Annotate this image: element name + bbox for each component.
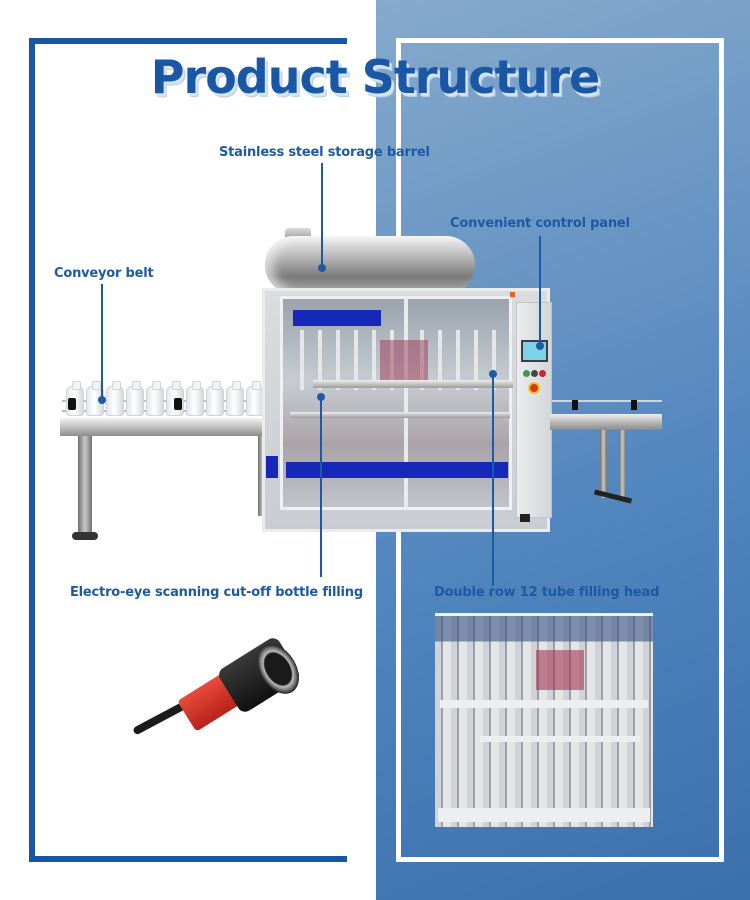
detail-rail	[440, 700, 648, 708]
filling-tube	[354, 330, 358, 390]
leader-line	[492, 374, 494, 586]
filling-tube	[474, 330, 478, 390]
blue-band-bottom	[286, 462, 508, 478]
detail-rail	[480, 736, 640, 742]
conveyor-leg	[78, 436, 92, 536]
page-title: Product Structure	[150, 50, 600, 104]
filling-head-detail-image	[435, 613, 653, 827]
leader-line	[320, 397, 322, 577]
filling-tube	[420, 330, 424, 390]
detail-liquid	[536, 650, 584, 690]
filling-tube	[456, 330, 460, 390]
emergency-stop-icon	[528, 382, 540, 394]
conveyor-leg	[619, 430, 626, 498]
indicator-light	[510, 292, 515, 297]
storage-barrel	[265, 236, 475, 294]
conveyor-guard-rail	[552, 400, 662, 402]
bottle	[126, 381, 144, 416]
rail-clamp	[572, 400, 578, 410]
filling-tube	[300, 330, 304, 390]
blue-band-side	[266, 456, 278, 478]
filling-tube	[372, 330, 376, 390]
filling-tube	[492, 330, 496, 390]
callout-storage-barrel: Stainless steel storage barrel	[219, 145, 430, 160]
inner-conveyor	[290, 412, 510, 418]
bottle	[206, 381, 224, 416]
right-conveyor	[550, 414, 662, 430]
leader-line	[321, 163, 323, 267]
door-divider	[404, 296, 408, 510]
bottle	[146, 381, 164, 416]
leader-line	[539, 236, 541, 344]
rail-clamp	[174, 398, 182, 410]
callout-dot	[536, 342, 544, 350]
left-blue-frame	[29, 38, 347, 862]
left-conveyor	[60, 418, 280, 436]
rail-clamp	[631, 400, 637, 410]
filling-tube	[438, 330, 442, 390]
rail-clamp	[68, 398, 76, 410]
callout-filling-head: Double row 12 tube filling head	[434, 585, 660, 600]
blue-band-top	[293, 310, 381, 326]
detail-base	[438, 808, 650, 822]
callout-dot	[98, 396, 106, 404]
leader-line	[101, 284, 103, 400]
callout-conveyor-belt: Conveyor belt	[54, 266, 154, 281]
callout-dot	[318, 264, 326, 272]
machine-foot	[520, 514, 530, 522]
touch-screen	[521, 340, 548, 362]
bottle	[226, 381, 244, 416]
start-button-icon	[523, 370, 530, 377]
conveyor-foot	[72, 532, 98, 540]
callout-control-panel: Convenient control panel	[450, 216, 630, 231]
mode-button-icon	[531, 370, 538, 377]
electro-eye-sensor-image	[120, 630, 340, 780]
control-panel-box	[516, 302, 552, 518]
bottle	[106, 381, 124, 416]
filling-tube	[390, 330, 394, 390]
product-liquid	[380, 340, 428, 380]
filling-tube	[336, 330, 340, 390]
stop-button-icon	[539, 370, 546, 377]
filling-head-rail	[313, 380, 513, 388]
bottle	[86, 381, 104, 416]
filling-tube	[318, 330, 322, 390]
conveyor-leg	[600, 430, 607, 498]
callout-electro-eye: Electro-eye scanning cut-off bottle fill…	[70, 585, 363, 600]
bottle	[186, 381, 204, 416]
